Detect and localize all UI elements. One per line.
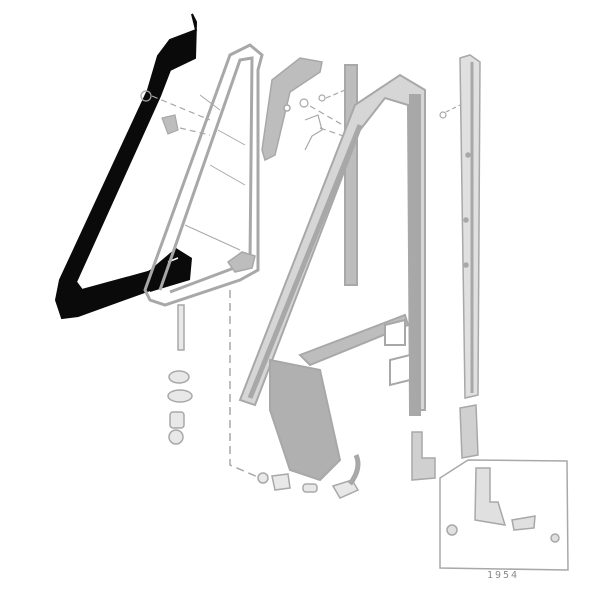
rear-channel bbox=[459, 54, 481, 459]
inset-1954 bbox=[439, 459, 569, 571]
division-channel bbox=[238, 64, 426, 482]
vent-window-frame bbox=[143, 43, 264, 307]
lower-pivot-hardware bbox=[167, 304, 193, 445]
inset-year-label: 1954 bbox=[487, 570, 520, 581]
weatherstrip-seal bbox=[54, 13, 198, 320]
pivot-screws bbox=[140, 89, 461, 151]
lower-bracket bbox=[411, 431, 436, 481]
handle-hardware bbox=[229, 290, 361, 499]
upper-pivot-bracket bbox=[261, 57, 323, 162]
